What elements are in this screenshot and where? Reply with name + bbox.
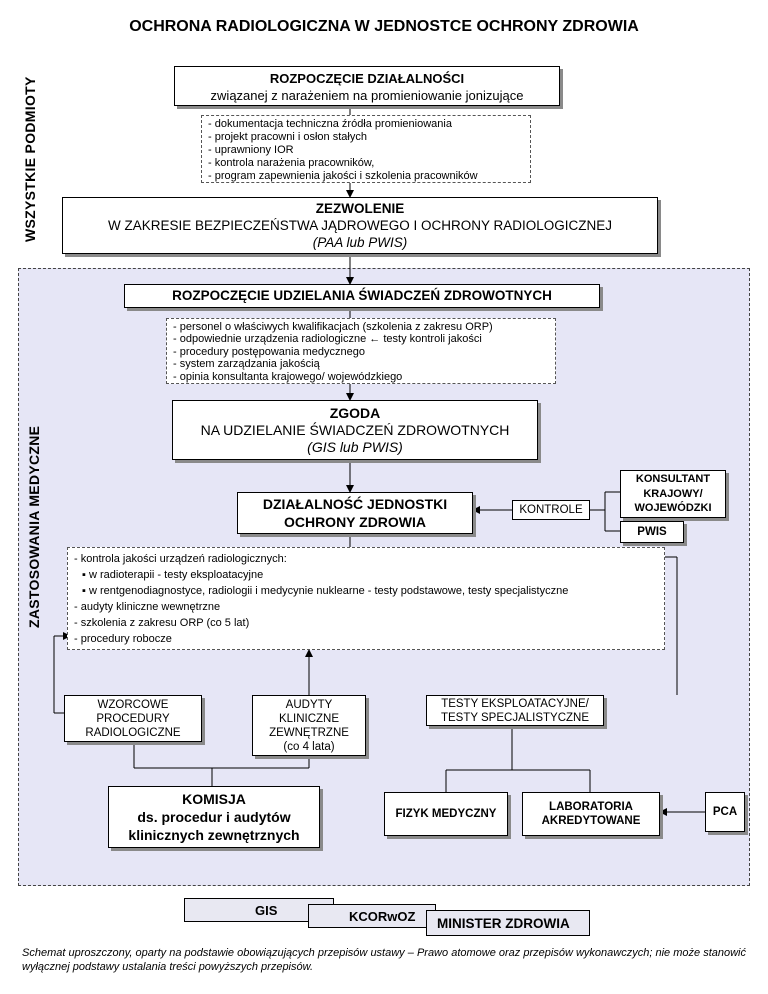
permit-title: ZEZWOLENIE [315,201,405,216]
consultant-line-1: KONSULTANT [635,473,711,485]
minister-label: MINISTER ZDROWIA [437,916,570,931]
accredited-laboratories-box: LABORATORIA AKREDYTOWANE [522,792,660,836]
commission-line-3: klinicznych zewnętrznych [128,827,300,843]
pca-box: PCA [705,792,745,832]
services-requirements-list: - personel o właściwych kwalifikacjach (… [166,318,556,384]
activity-items-list: - kontrola jakości urządzeń radiologiczn… [67,547,665,650]
list-item: - odpowiednie urządzenia radiologiczne ←… [173,333,482,346]
clinical-audits-item: - audyty kliniczne wewnętrzne [74,601,221,613]
commission-line-1: KOMISJA [182,791,246,807]
pwis-box: PWIS [620,521,684,543]
xray-item: ▪ w rentgenodiagnostyce, radiologii i me… [82,585,569,597]
quality-control-item: - kontrola jakości urządzeń radiologiczn… [74,553,287,565]
permit-subtitle: W ZAKRESIE BEZPIECZEŃSTWA JĄDROWEGO I OC… [107,218,613,233]
medical-physicist-box: FIZYK MEDYCZNY [384,792,508,836]
list-item: - kontrola narażenia pracowników, [208,157,375,169]
external-audits-line-2: KLINICZNE [278,713,340,725]
commission-line-2: ds. procedur i audytów [137,809,291,825]
external-audits-line-1: AUDYTY [285,699,333,711]
reference-procedures-line-2: PROCEDURY [96,713,170,725]
consent-subtitle: NA UDZIELANIE ŚWIADCZEŃ ZDROWOTNYCH [200,422,510,438]
tests-line-1: TESTY EKSPLOATACYJNE/ [441,698,589,710]
consent-authority: (GIS lub PWIS) [307,439,403,455]
start-requirements-list: - dokumentacja techniczna źródła promien… [201,115,531,183]
reference-procedures-line-1: WZORCOWE [97,699,169,711]
gis-label: GIS [255,903,278,918]
minister-tab: MINISTER ZDROWIA [426,910,590,936]
training-item: - szkolenia z zakresu ORP (co 5 lat) [74,617,250,629]
tests-line-2: TESTY SPECJALISTYCZNE [440,712,590,724]
reference-procedures-box: WZORCOWE PROCEDURY RADIOLOGICZNE [64,695,202,742]
laboratories-line-1: LABORATORIA [549,801,633,813]
external-audits-line-4: (co 4 lata) [283,741,335,753]
activity-line-2: OCHRONY ZDROWIA [283,514,427,530]
list-item: - program zapewnienia jakości i szkoleni… [208,170,478,182]
list-item: - projekt pracowni i osłon stałych [208,131,367,143]
footnote: Schemat uproszczony, oparty na podstawie… [22,947,746,973]
page-title: OCHRONA RADIOLOGICZNA W JEDNOSTCE OCHRON… [129,18,639,35]
controls-box: KONTROLE [512,500,590,520]
activity-box: DZIAŁALNOŚĆ JEDNOSTKI OCHRONY ZDROWIA [237,492,473,534]
consent-title: ZGODA [329,405,381,421]
list-item: - procedury postępowania medycznego [173,345,366,358]
list-item: - dokumentacja techniczna źródła promien… [208,118,452,130]
kcor-label: KCORwOZ [349,909,416,924]
laboratories-line-2: AKREDYTOWANE [541,815,641,827]
external-audits-box: AUDYTY KLINICZNE ZEWNĘTRZNE (co 4 lata) [252,695,366,756]
working-procedures-item: - procedury robocze [74,633,172,645]
list-item: - system zarządzania jakością [173,358,320,371]
start-activity-subtitle: związanej z narażeniem na promieniowanie… [210,88,524,103]
list-item: - opinia konsultanta krajowego/ wojewódz… [173,370,403,383]
consultant-line-3: WOJEWÓDZKI [634,502,712,514]
activity-line-1: DZIAŁALNOŚĆ JEDNOSTKI [262,496,448,512]
list-item: - personel o właściwych kwalifikacjach (… [173,321,493,333]
consultant-line-2: KRAJOWY/ [643,487,703,500]
tests-box: TESTY EKSPLOATACYJNE/ TESTY SPECJALISTYC… [426,695,604,726]
start-activity-title: ROZPOCZĘCIE DZIAŁALNOŚCI [269,71,465,86]
commission-box: KOMISJA ds. procedur i audytów kliniczny… [108,786,320,848]
start-activity-box: ROZPOCZĘCIE DZIAŁALNOŚCI związanej z nar… [174,66,560,106]
consultant-box: KONSULTANT KRAJOWY/ WOJEWÓDZKI [620,470,726,518]
external-audits-line-3: ZEWNĘTRZNE [269,727,349,739]
permit-box: ZEZWOLENIE W ZAKRESIE BEZPIECZEŃSTWA JĄD… [62,197,658,254]
radiotherapy-item: ▪ w radioterapii - testy eksploatacyjne [82,569,264,581]
consent-box: ZGODA NA UDZIELANIE ŚWIADCZEŃ ZDROWOTNYC… [172,400,538,460]
kcor-tab: KCORwOZ [308,904,436,928]
reference-procedures-line-3: RADIOLOGICZNE [85,727,181,739]
list-item: - uprawniony IOR [208,144,294,156]
permit-authority: (PAA lub PWIS) [312,235,408,250]
services-start-box: ROZPOCZĘCIE UDZIELANIA ŚWIADCZEŃ ZDROWOT… [124,284,600,308]
